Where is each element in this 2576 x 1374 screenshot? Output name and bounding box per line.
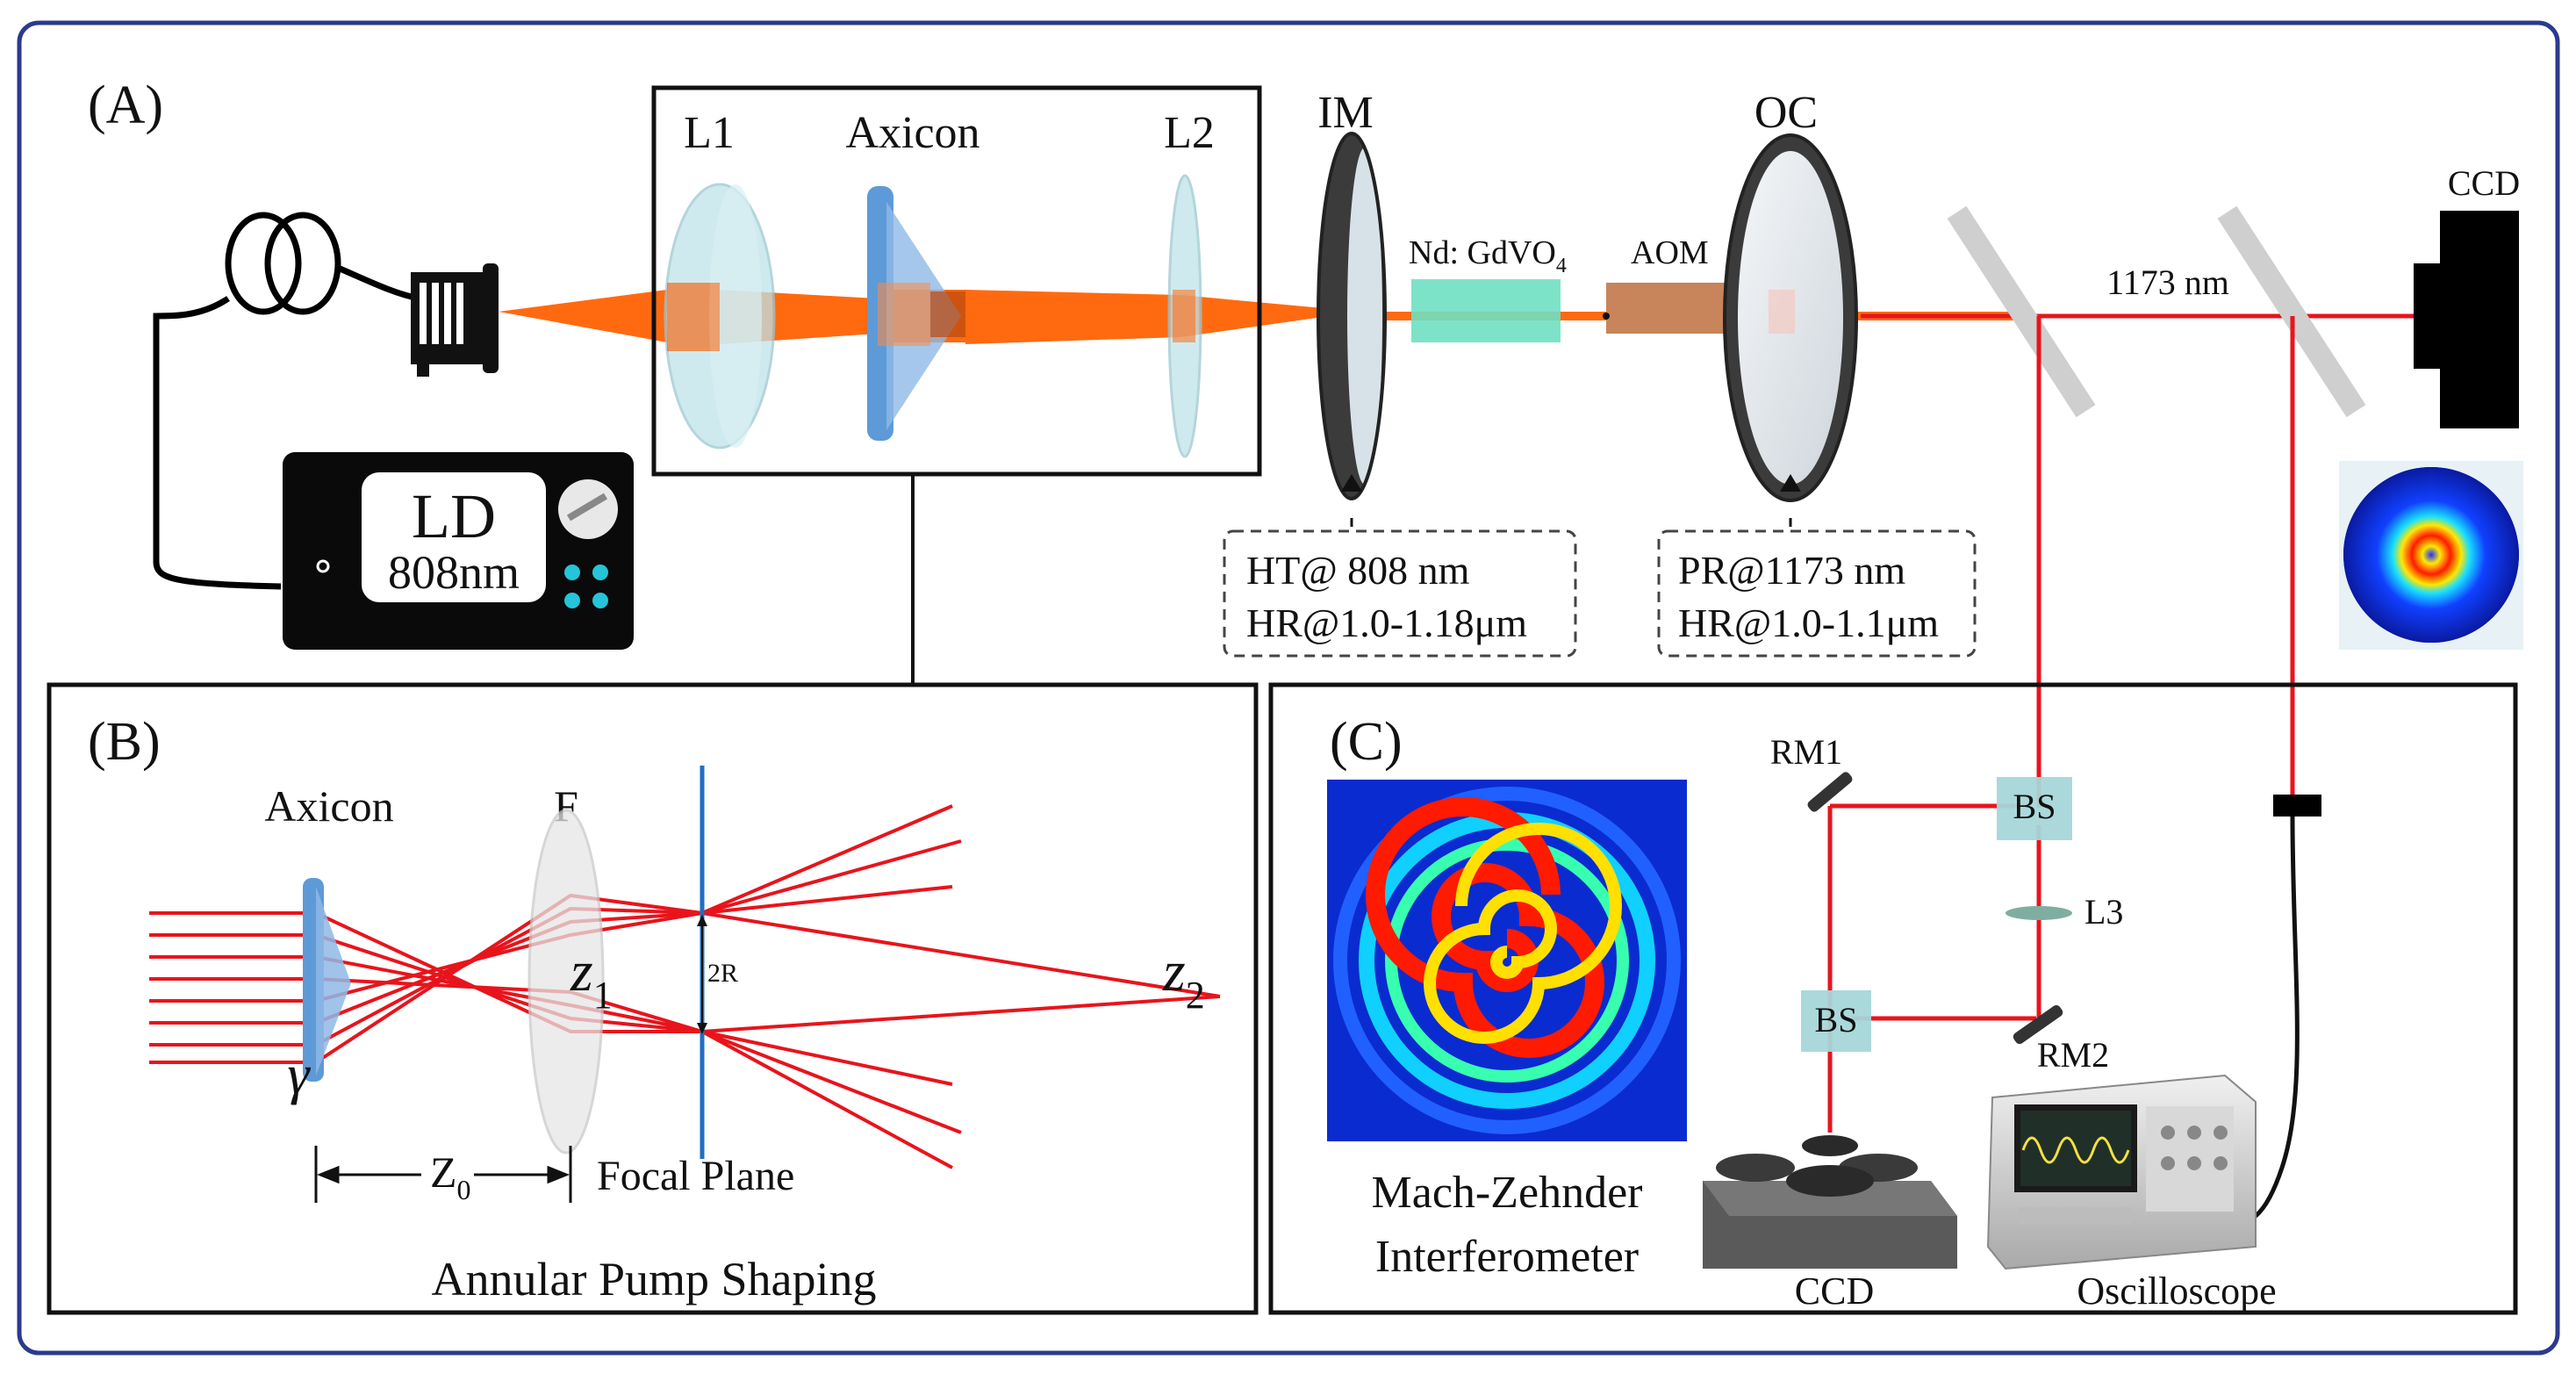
fiber-coupler <box>411 263 499 377</box>
rm2-label: RM2 <box>2037 1035 2109 1075</box>
oscilloscope <box>1986 1074 2257 1270</box>
aom-label: AOM <box>1631 234 1709 271</box>
z1-label: z1 <box>570 939 613 1017</box>
l2-label: L2 <box>1164 108 1215 158</box>
wavelength-label: 1173 nm <box>2106 263 2229 302</box>
oc-coating-box <box>1657 529 1977 658</box>
ccd-camera-c <box>1703 1135 1957 1269</box>
aom <box>1603 283 1744 334</box>
beam-profile-image <box>2339 461 2523 650</box>
ld-wavelength: 808nm <box>388 546 520 599</box>
panel-a-tag: (A) <box>88 76 163 135</box>
bs-bottom-label: BS <box>1815 1000 1858 1039</box>
z0-label: Z0 <box>430 1147 471 1205</box>
ccd-label-a: CCD <box>2448 163 2520 203</box>
axicon-a <box>867 186 965 441</box>
lens-l1 <box>664 183 776 450</box>
panel-b-frame <box>47 682 1259 1315</box>
laser-diode-box: LD 808nm <box>283 452 634 650</box>
gamma-label: γ <box>287 1043 311 1105</box>
rm1-mirror <box>1807 772 1853 812</box>
oc-label: OC <box>1754 88 1818 138</box>
rm1-label: RM1 <box>1770 732 1842 772</box>
lens-group-box <box>651 85 1262 477</box>
bs-top-label: BS <box>2013 787 2056 826</box>
im-label: IM <box>1317 88 1374 138</box>
splitter-plate-1 <box>1947 205 2096 418</box>
axicon-b <box>303 878 351 1082</box>
oc-coating-2: HR@1.0-1.1μm <box>1678 601 1939 645</box>
outer-frame <box>17 20 2560 1356</box>
photodetector <box>2273 795 2321 816</box>
l1-label: L1 <box>684 108 735 158</box>
splitter-plate-2 <box>2217 205 2366 418</box>
crystal-label: Nd: GdVO4 <box>1409 234 1567 277</box>
l3-label: L3 <box>2084 892 2123 932</box>
panel-c-frame <box>1268 682 2518 1315</box>
rm2-mirror <box>2013 1004 2063 1045</box>
mzi-label-1: Mach-Zehnder <box>1372 1168 1643 1218</box>
interferogram-image <box>1327 780 1687 1141</box>
interferometer-beams <box>1827 803 2041 1133</box>
mzi-label-2: Interferometer <box>1375 1232 1639 1282</box>
oc-coating-1: PR@1173 nm <box>1678 548 1905 593</box>
axicon-label-a: Axicon <box>845 108 979 158</box>
panel-b-tag: (B) <box>88 712 161 772</box>
lens-l2 <box>1167 174 1202 458</box>
panel-b: (B) Axicon F <box>47 682 1259 1315</box>
panel-c-tag: (C) <box>1330 712 1403 772</box>
im-coating-1: HT@ 808 nm <box>1246 548 1470 593</box>
z2-label: z2 <box>1162 939 1205 1017</box>
ccd-label-c: CCD <box>1795 1270 1874 1313</box>
panel-a: (A) LD 808nm <box>88 76 2523 808</box>
panel-c: (C) Mach-Zehnder Interferometer RM1 BS L… <box>1268 682 2518 1315</box>
panel-b-caption: Annular Pump Shaping <box>432 1253 877 1306</box>
output-coupler-oc <box>1723 133 1858 502</box>
im-coating-2: HR@1.0-1.18μm <box>1246 601 1527 645</box>
fiber-coil <box>153 212 420 590</box>
lens-f <box>527 809 605 1155</box>
nd-gdvo4-crystal <box>1411 279 1561 342</box>
radius-label: 2R <box>707 959 738 988</box>
axicon-label-b: Axicon <box>264 781 393 831</box>
ld-label: LD <box>412 481 496 551</box>
focal-plane-label: Focal Plane <box>597 1153 794 1199</box>
oscilloscope-label: Oscilloscope <box>2077 1270 2276 1313</box>
ccd-camera-a <box>2414 211 2519 428</box>
input-mirror-im <box>1317 132 1387 500</box>
lens-l3 <box>2006 906 2072 920</box>
z0-dimension <box>314 1146 572 1203</box>
bs-top <box>1997 777 2072 840</box>
bs-bottom <box>1801 990 1871 1052</box>
im-coating-box <box>1223 529 1577 658</box>
